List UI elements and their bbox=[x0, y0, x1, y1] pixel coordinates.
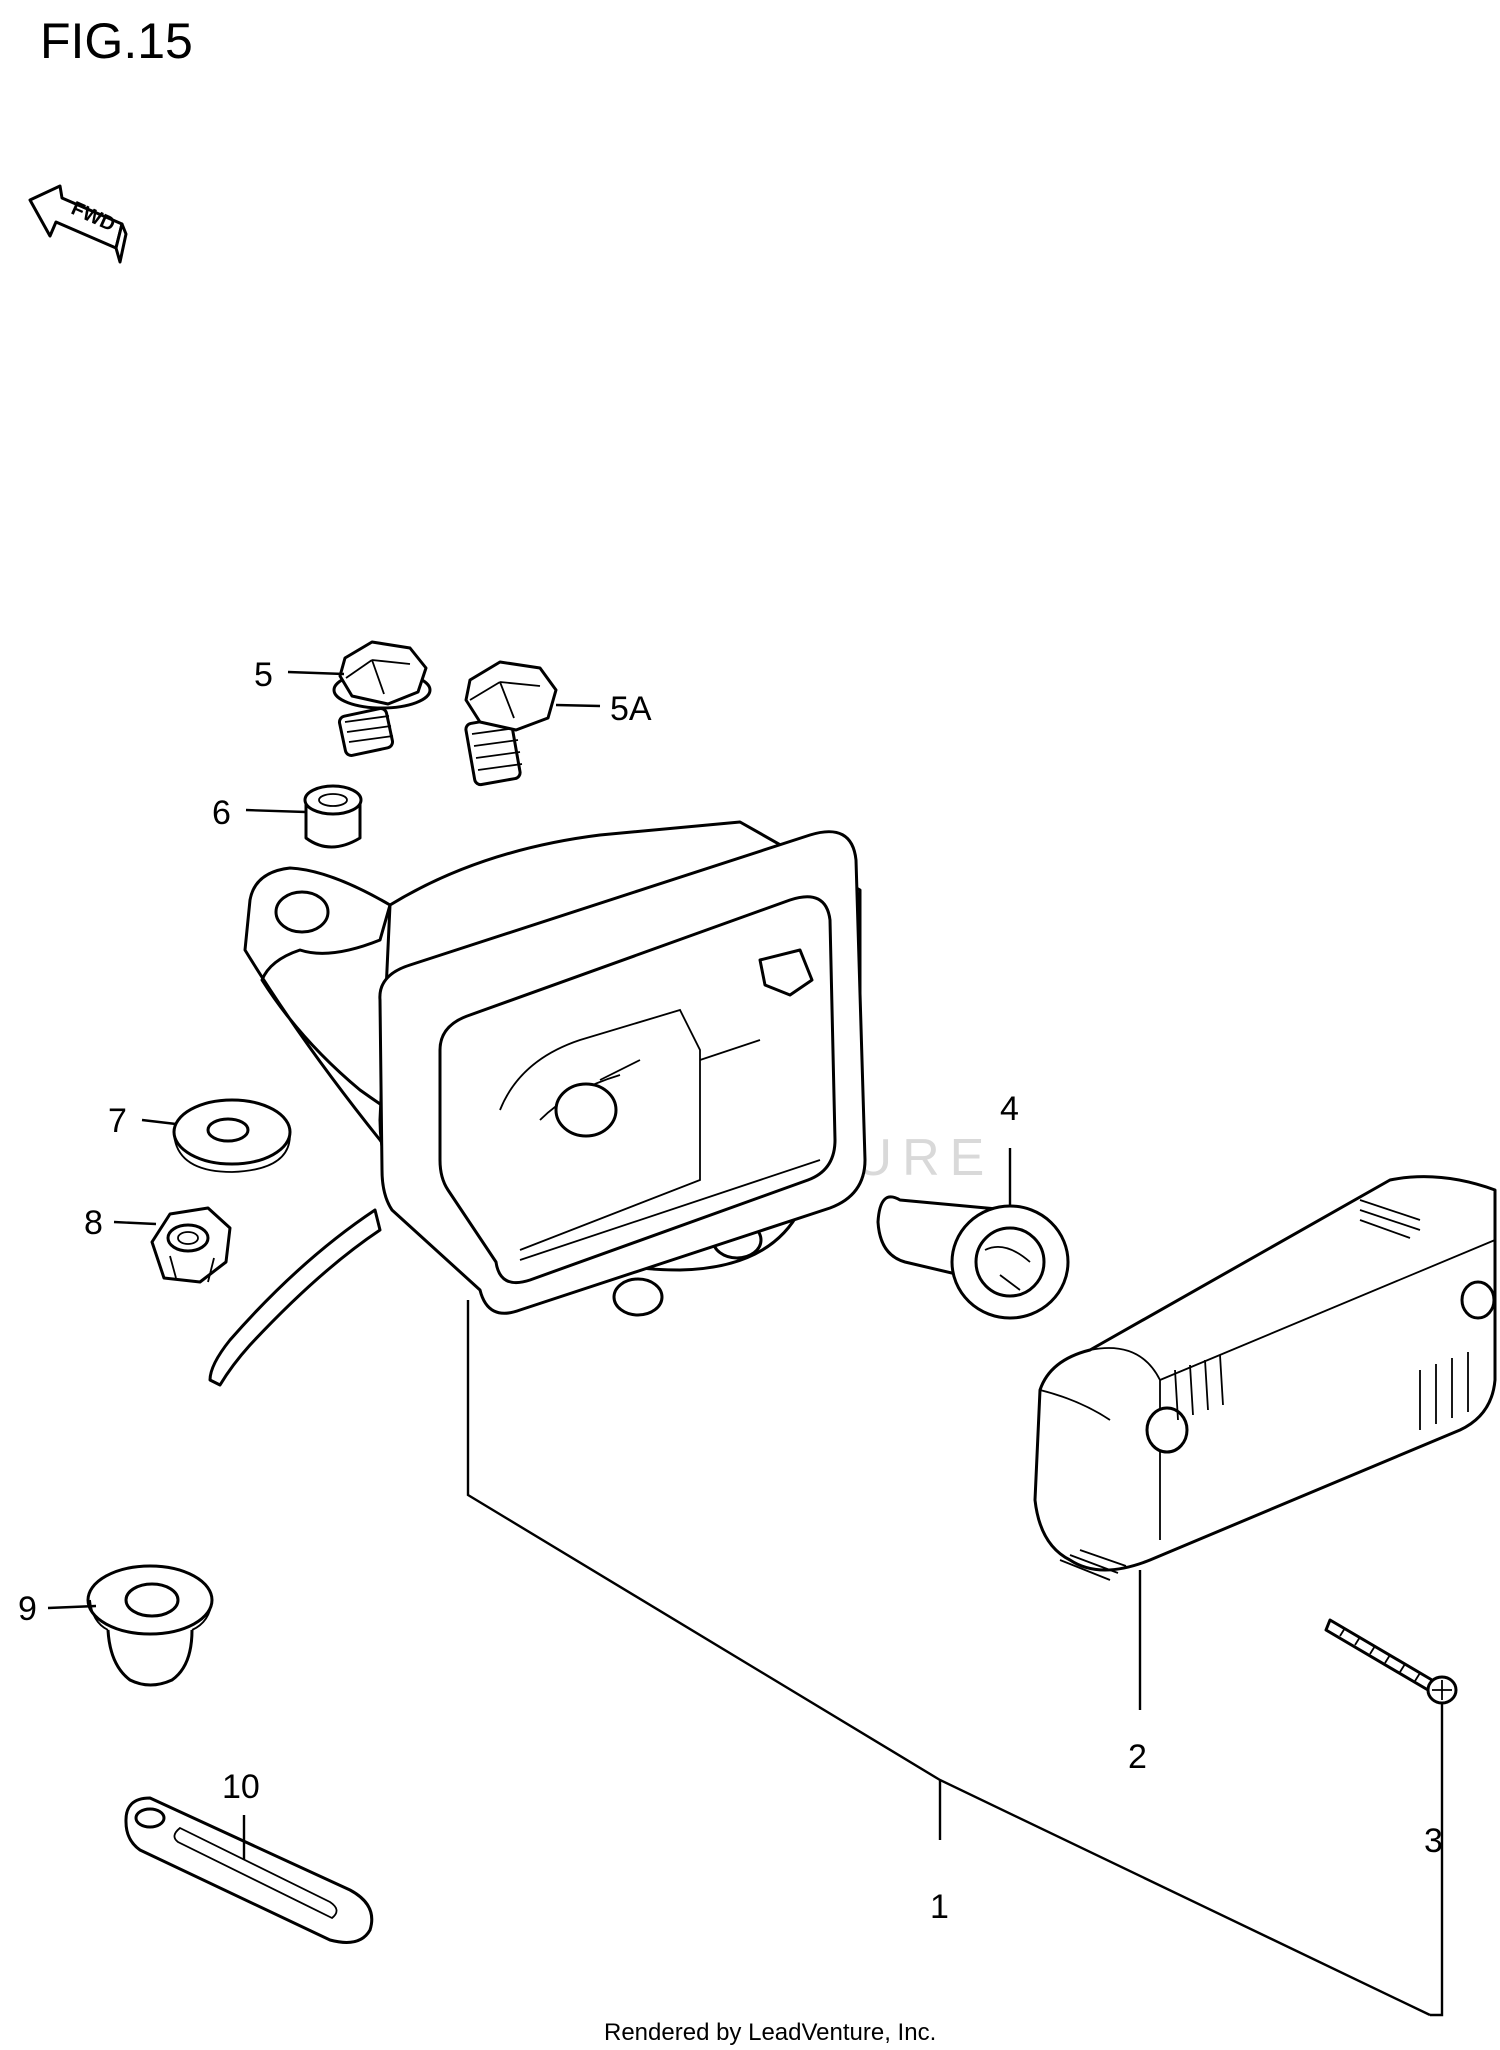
leader-5a bbox=[555, 703, 601, 708]
fwd-arrow-icon: FWD bbox=[28, 184, 128, 264]
part-7-washer bbox=[172, 1098, 292, 1173]
part-5-flange-bolt bbox=[332, 640, 432, 757]
leader-3 bbox=[1430, 1703, 1444, 2017]
part-4-bulb bbox=[876, 1195, 1070, 1320]
callout-8: 8 bbox=[84, 1204, 103, 1242]
part-1-lamp-housing bbox=[208, 820, 867, 1387]
callout-10: 10 bbox=[222, 1768, 260, 1806]
part-6-collar bbox=[303, 784, 363, 849]
part-10-clamp-band bbox=[124, 1796, 374, 1944]
leader-6 bbox=[245, 808, 307, 814]
part-9-grommet bbox=[86, 1564, 214, 1687]
part-8-nut bbox=[150, 1206, 232, 1284]
render-credit: Rendered by LeadVenture, Inc. bbox=[604, 2019, 936, 2046]
callout-7: 7 bbox=[108, 1102, 127, 1140]
part-5a-hex-bolt bbox=[464, 660, 558, 787]
callout-6: 6 bbox=[212, 794, 231, 832]
part-2-lens bbox=[1033, 1175, 1497, 1581]
callout-1: 1 bbox=[930, 1888, 949, 1926]
leader-9 bbox=[47, 1604, 97, 1610]
callout-2: 2 bbox=[1128, 1738, 1147, 1776]
callout-5: 5 bbox=[254, 656, 273, 694]
leader-8 bbox=[113, 1220, 157, 1226]
assembly-bracket-line bbox=[466, 1300, 1431, 2017]
leader-5 bbox=[287, 670, 345, 676]
callout-3: 3 bbox=[1424, 1822, 1443, 1860]
callout-4: 4 bbox=[1000, 1090, 1019, 1128]
leader-7 bbox=[141, 1118, 177, 1126]
figure-title: FIG.15 bbox=[40, 13, 193, 69]
callout-9: 9 bbox=[18, 1590, 37, 1628]
part-3-screw bbox=[1324, 1618, 1458, 1705]
callout-5a: 5A bbox=[610, 690, 652, 728]
